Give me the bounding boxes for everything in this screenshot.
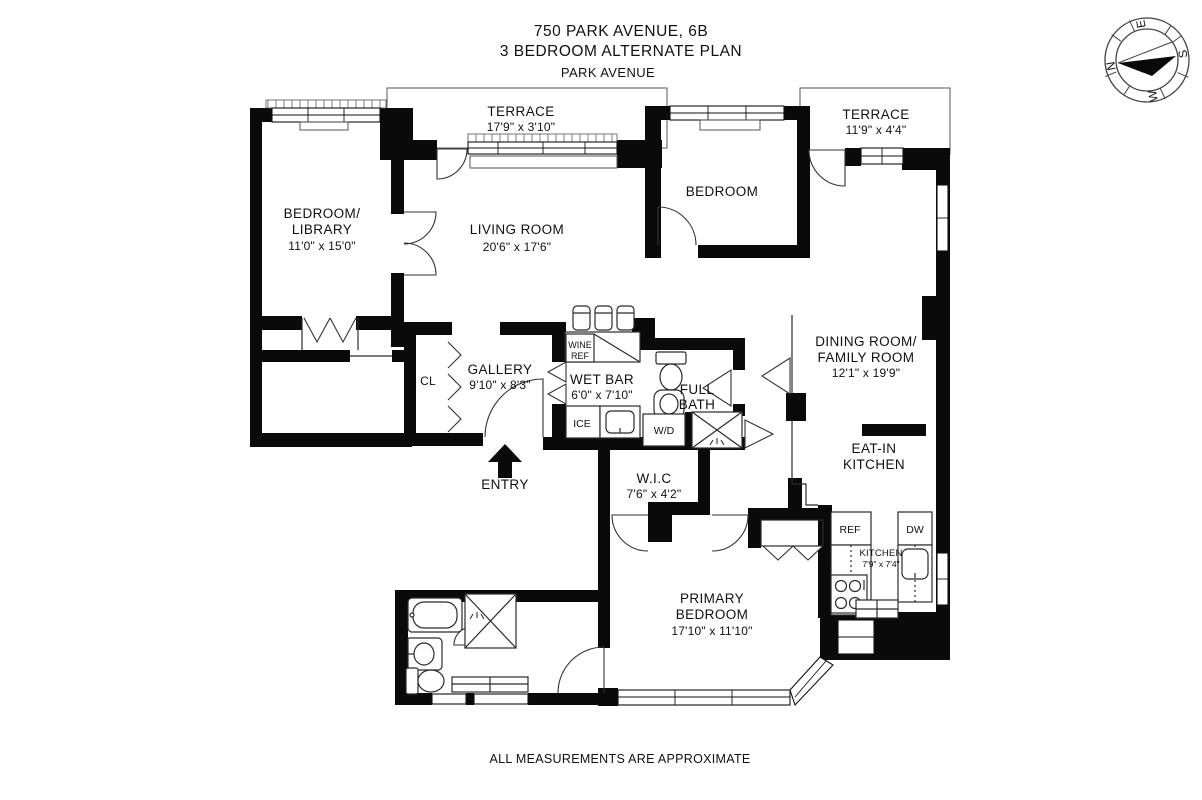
door-bedroom <box>657 206 697 246</box>
bedroom-library-label-1: BEDROOM/ <box>284 206 361 221</box>
dining-family-label-2: FAMILY ROOM <box>818 350 915 365</box>
dishwasher-box <box>897 511 933 603</box>
door-hall-shower <box>744 419 775 449</box>
door-terrace-right <box>808 149 846 187</box>
closet-cl-label: CL <box>420 374 436 388</box>
fixtures <box>405 305 933 695</box>
page-title-line2: 3 BEDROOM ALTERNATE PLAN <box>500 43 742 60</box>
bifold-doors-primary-closet <box>762 545 824 561</box>
street-label: PARK AVENUE <box>561 65 655 80</box>
window-bedroom <box>669 105 785 131</box>
bedroom-library-label-2: LIBRARY <box>292 222 352 237</box>
wall-insets <box>431 184 949 705</box>
door-hall-dining <box>760 356 791 396</box>
primary-closet-box <box>760 519 824 547</box>
living-room-label: LIVING ROOM <box>470 222 564 237</box>
disclaimer-label: ALL MEASUREMENTS ARE APPROXIMATE <box>489 752 750 766</box>
full-bath-label-1: FULL <box>680 382 715 397</box>
compass-s-label: S <box>1175 49 1190 59</box>
terrace-left-label: TERRACE <box>487 104 554 119</box>
door-primary-right <box>711 514 749 552</box>
terrace-left-dims: 17'9" x 3'10" <box>487 120 555 134</box>
ice-maker-box <box>565 405 641 439</box>
dishwasher-label: DW <box>906 524 924 536</box>
gallery-label: GALLERY <box>468 362 533 377</box>
bedroom-library-dims: 11'0" x 15'0" <box>288 239 356 253</box>
windows <box>265 99 904 707</box>
compass-rose-icon: N E S W <box>1103 17 1191 103</box>
dining-family-label-1: DINING ROOM/ <box>815 334 917 349</box>
wet-bar-counter <box>564 331 641 363</box>
compass-n-label: N <box>1103 61 1118 72</box>
terrace-right-label: TERRACE <box>842 107 909 122</box>
doors <box>303 148 846 694</box>
washer-dryer-label: W/D <box>654 425 675 437</box>
sink-icon-primary-bath <box>407 637 443 671</box>
compass-w-label: W <box>1145 89 1161 103</box>
bedroom-label: BEDROOM <box>686 184 759 199</box>
terrace-right-dims: 11'9" x 4'4" <box>846 123 907 137</box>
window-bedroom-library <box>265 99 387 131</box>
kitchen-label: KITCHEN <box>859 548 902 559</box>
stove-icon <box>830 574 868 614</box>
wic-dims: 7'6" x 4'2" <box>627 487 682 501</box>
eat-in-kitchen-label-1: EAT-IN <box>852 441 897 456</box>
refrigerator-label: REF <box>840 524 861 536</box>
window-terrace-right <box>860 147 904 165</box>
window-living-room <box>467 133 618 169</box>
window-primary-south <box>617 656 834 707</box>
bath-bench <box>451 676 529 693</box>
door-terrace-left <box>436 148 468 180</box>
toilet-icon-full-bath <box>655 351 687 391</box>
primary-bedroom-label-2: BEDROOM <box>676 607 749 622</box>
wic-label: W.I.C <box>637 471 672 486</box>
door-full-bath <box>701 368 732 408</box>
entry-label: ENTRY <box>481 477 529 492</box>
shower-icon-primary <box>464 593 517 649</box>
shower-head-icon <box>469 612 485 620</box>
bathtub-icon <box>407 597 463 633</box>
sink-icon-full-bath <box>653 389 685 419</box>
dining-family-dims: 12'1" x 19'9" <box>832 366 900 380</box>
wine-ref-label-2: REF <box>571 351 590 361</box>
wet-bar-label: WET BAR <box>570 372 634 387</box>
door-entry <box>484 378 544 438</box>
gallery-dims: 9'10" x 8'3" <box>469 378 531 392</box>
page-title-line1: 750 PARK AVENUE, 6B <box>534 23 708 40</box>
shower-icon-hall <box>691 411 743 449</box>
labels: 750 PARK AVENUE, 6B 3 BEDROOM ALTERNATE … <box>284 23 924 766</box>
kitchen-sink-icon <box>901 548 929 580</box>
compass-e-label: E <box>1133 19 1148 29</box>
primary-bedroom-label-1: PRIMARY <box>680 591 744 606</box>
ice-label: ICE <box>573 418 591 430</box>
eat-in-kitchen-label-2: KITCHEN <box>843 457 905 472</box>
full-bath-label-2: BATH <box>679 397 716 412</box>
door-primary-bath <box>557 646 605 694</box>
bar-stool-icon <box>572 305 635 331</box>
kitchen-lower-counter <box>855 599 899 619</box>
living-room-dims: 20'6" x 17'6" <box>483 240 551 254</box>
primary-bedroom-dims: 17'10" x 11'10" <box>671 624 752 638</box>
thin-partitions <box>301 315 818 506</box>
shower-head-icon <box>709 438 725 446</box>
entry-arrow-icon <box>488 444 522 478</box>
eat-in-kitchen-counter <box>791 455 818 506</box>
washer-dryer-box <box>642 413 686 447</box>
door-primary-left <box>611 514 649 552</box>
french-doors-library <box>403 211 437 276</box>
bifold-doors-library-closet <box>303 317 357 344</box>
double-door-wet-bar <box>546 361 567 405</box>
wet-bar-dims: 6'0" x 7'10" <box>571 388 633 402</box>
kitchen-dims: 7'9" x 7'4" <box>862 559 899 569</box>
bifold-doors-cl <box>447 341 462 433</box>
toilet-icon-primary-bath <box>405 667 445 695</box>
wine-ref-label-1: WINE <box>568 340 592 350</box>
